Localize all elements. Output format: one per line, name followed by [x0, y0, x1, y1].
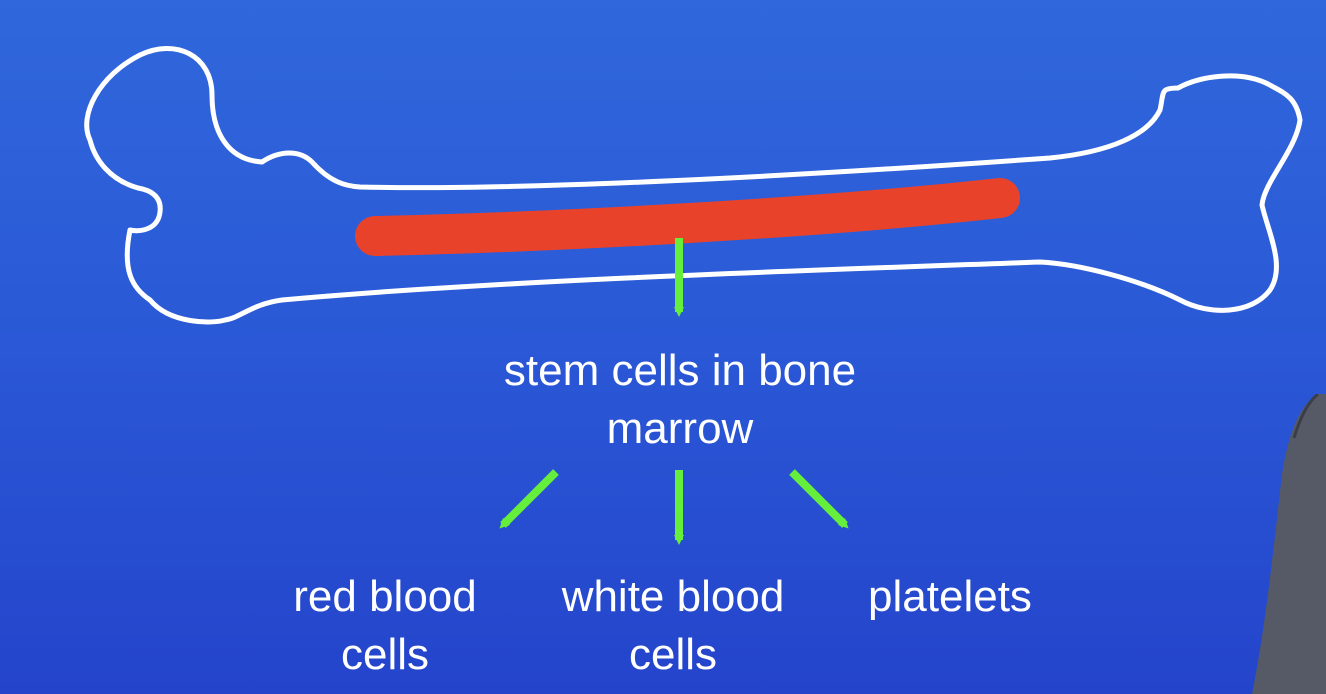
- platelets-line1: platelets: [868, 572, 1032, 621]
- stem-cells-label-line2: marrow: [606, 404, 754, 453]
- white-blood-cells-line2: cells: [628, 630, 718, 679]
- white-blood-cells-label: white blood cells: [528, 568, 818, 684]
- red-blood-cells-label: red blood cells: [260, 568, 510, 684]
- stem-cells-label: stem cells in bone marrow: [460, 342, 900, 458]
- white-blood-cells-line1: white blood: [561, 572, 785, 621]
- arrow-to-red-blood-cells: [499, 469, 559, 529]
- arrow-to-platelets: [789, 469, 849, 529]
- bone-outline: [84, 45, 1303, 325]
- red-blood-cells-line1: red blood: [293, 572, 477, 621]
- presenter-silhouette: [1252, 394, 1326, 694]
- platelets-label: platelets: [840, 568, 1060, 626]
- stem-cells-label-line1: stem cells in bone: [503, 346, 857, 395]
- red-blood-cells-line2: cells: [340, 630, 430, 679]
- bone-marrow-band: [355, 178, 1020, 256]
